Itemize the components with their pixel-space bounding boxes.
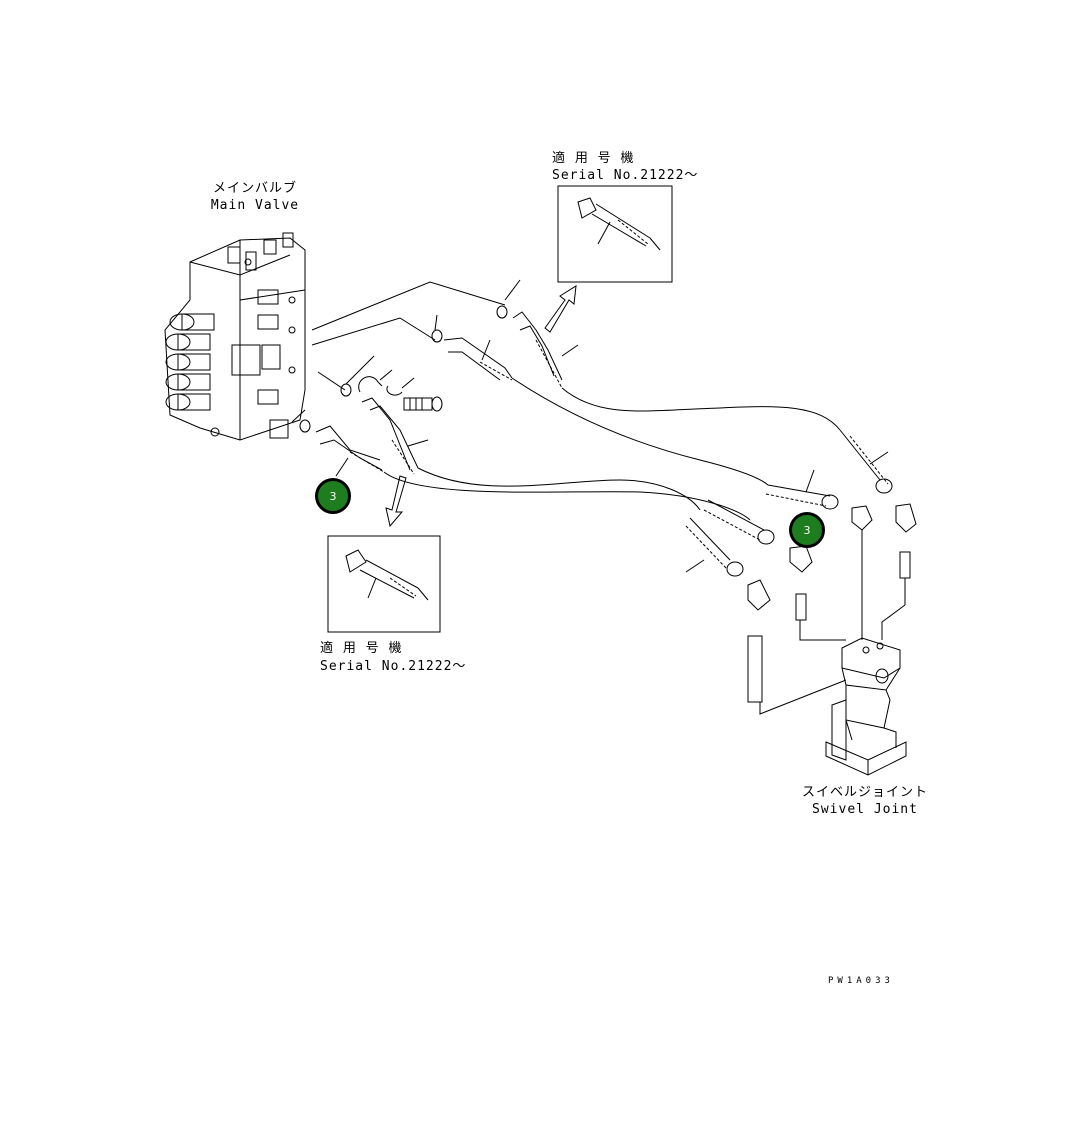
detail-box-bottom <box>327 535 441 633</box>
callout-part-3-left[interactable]: 3 <box>315 478 351 514</box>
detail-box-top <box>557 185 673 283</box>
o-rings-and-flanges <box>299 305 508 433</box>
swivel-joint <box>825 637 907 776</box>
hoses <box>315 311 893 577</box>
serial-bottom-label-jp: 適 用 号 機 <box>320 641 403 656</box>
drawing-code: PW1A033 <box>828 976 894 986</box>
main-valve <box>164 232 306 441</box>
detail-arrow-top <box>544 285 577 333</box>
swivel-joint-label-jp: スイベルジョイント <box>801 785 928 800</box>
serial-top-label-en: Serial No.21222～ <box>552 168 699 183</box>
adapters <box>747 503 917 715</box>
serial-bottom-label-en: Serial No.21222～ <box>320 659 467 674</box>
main-valve-label-jp: メインバルブ <box>212 181 297 196</box>
swivel-joint-label-en: Swivel Joint <box>812 802 918 817</box>
leader-lines <box>291 279 521 423</box>
serial-top-label-jp: 適 用 号 機 <box>552 151 635 166</box>
main-valve-label-en: Main Valve <box>210 198 300 213</box>
callout-part-3-right[interactable]: 3 <box>789 512 825 548</box>
detail-arrow-bottom <box>385 475 407 528</box>
